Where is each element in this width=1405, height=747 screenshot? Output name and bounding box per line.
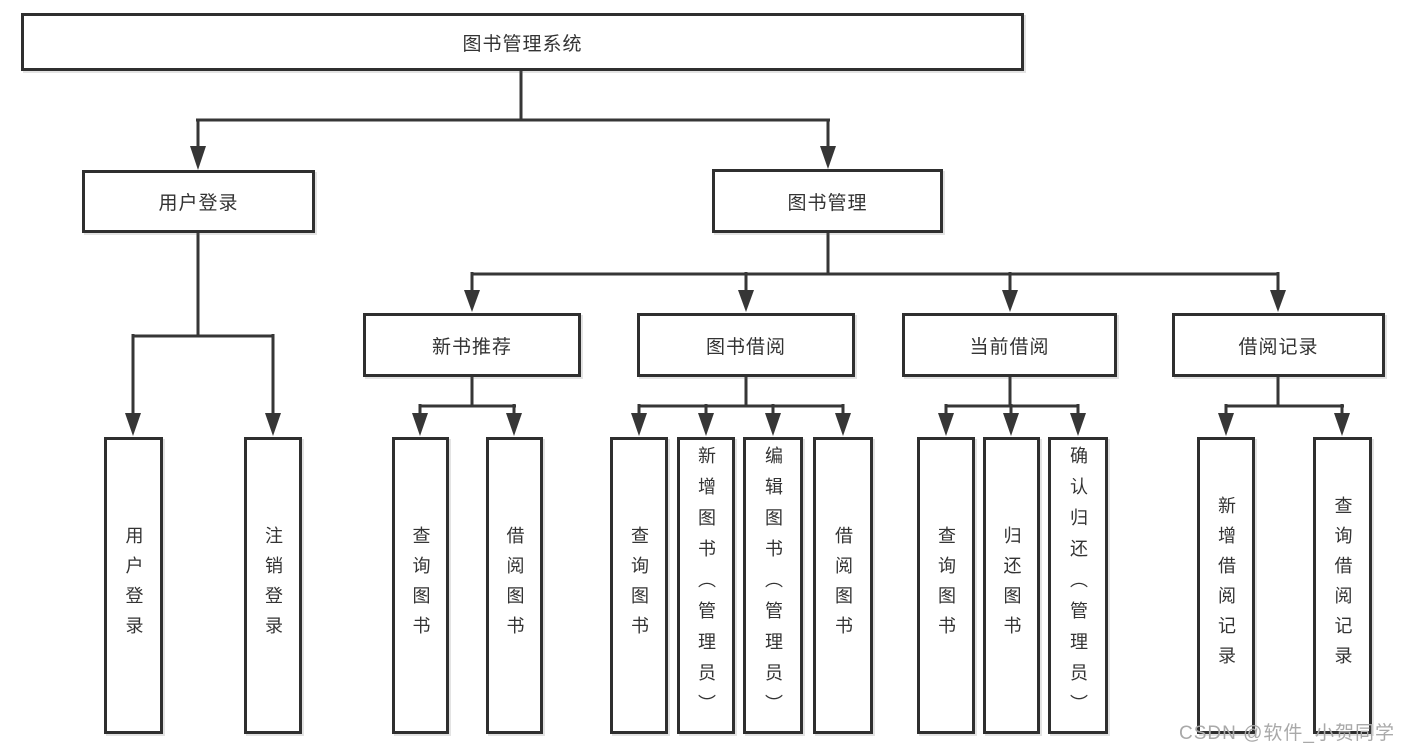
node-root: 图书管理系统 <box>21 13 1024 71</box>
node-current-borrow: 当前借阅 <box>902 313 1117 377</box>
leaf-user-login: 用户登录 <box>104 437 163 734</box>
leaf-record-add-record: 新增借阅记录 <box>1197 437 1255 734</box>
leaf-borrow-edit-book-admin: 编辑图书（管理员） <box>743 437 803 734</box>
leaf-logout-label: 注销登录 <box>263 525 283 646</box>
arrowhead <box>765 413 781 436</box>
node-book-borrow-label: 图书借阅 <box>705 336 786 358</box>
arrowhead <box>1270 290 1286 312</box>
arrowhead <box>698 413 714 436</box>
connector-user-login <box>125 233 281 436</box>
node-book-mgmt: 图书管理 <box>712 169 943 233</box>
arrowhead <box>1070 413 1086 436</box>
connector-book-mgmt <box>464 233 1286 312</box>
csdn-watermark: CSDN @软件_小贺同学 <box>1179 723 1395 744</box>
arrowhead <box>464 290 480 312</box>
leaf-recommend-borrow-book-label: 借阅图书 <box>504 525 525 646</box>
connector-root <box>190 71 836 170</box>
node-new-book-recommend: 新书推荐 <box>363 313 581 377</box>
arrowhead <box>1003 413 1019 436</box>
leaf-logout: 注销登录 <box>244 437 302 734</box>
arrowhead <box>820 146 836 169</box>
node-user-login-label: 用户登录 <box>158 193 239 214</box>
leaf-user-login-label: 用户登录 <box>123 525 144 646</box>
arrowhead <box>1218 413 1234 436</box>
leaf-current-confirm-return-admin-label: 确认归还（管理员） <box>1068 446 1088 725</box>
leaf-record-query-record: 查询借阅记录 <box>1313 437 1372 734</box>
leaf-borrow-add-book-admin: 新增图书（管理员） <box>677 437 735 734</box>
arrowhead <box>506 413 522 436</box>
leaf-current-query-book: 查询图书 <box>917 437 975 734</box>
node-user-login: 用户登录 <box>82 170 315 233</box>
leaf-current-confirm-return-admin: 确认归还（管理员） <box>1048 437 1108 734</box>
node-borrow-record-label: 借阅记录 <box>1238 336 1319 358</box>
leaf-current-query-book-label: 查询图书 <box>936 525 956 646</box>
arrowhead <box>265 413 281 436</box>
leaf-borrow-edit-book-admin-label: 编辑图书（管理员） <box>763 446 783 725</box>
node-book-borrow: 图书借阅 <box>637 313 855 377</box>
connector-borrow <box>631 377 851 436</box>
node-root-label: 图书管理系统 <box>462 33 583 55</box>
arrowhead <box>938 413 954 436</box>
connector-current <box>938 377 1086 436</box>
leaf-borrow-borrow-book-label: 借阅图书 <box>833 525 853 646</box>
node-book-mgmt-label: 图书管理 <box>787 192 868 214</box>
leaf-recommend-query-book-label: 查询图书 <box>410 525 431 646</box>
leaf-borrow-add-book-admin-label: 新增图书（管理员） <box>696 446 716 725</box>
arrowhead <box>631 413 647 436</box>
leaf-current-return-book: 归还图书 <box>983 437 1040 734</box>
arrowhead <box>125 413 141 436</box>
leaf-record-add-record-label: 新增借阅记录 <box>1216 495 1236 676</box>
leaf-borrow-query-book-label: 查询图书 <box>629 525 649 646</box>
leaf-record-query-record-label: 查询借阅记录 <box>1332 495 1353 676</box>
leaf-borrow-borrow-book: 借阅图书 <box>813 437 873 734</box>
arrowhead <box>412 413 428 436</box>
connector-record <box>1218 377 1350 436</box>
leaf-recommend-query-book: 查询图书 <box>392 437 449 734</box>
leaf-borrow-query-book: 查询图书 <box>610 437 668 734</box>
leaf-recommend-borrow-book: 借阅图书 <box>486 437 543 734</box>
connector-recommend <box>412 377 522 436</box>
node-new-book-recommend-label: 新书推荐 <box>431 336 512 358</box>
leaf-current-return-book-label: 归还图书 <box>1001 525 1022 646</box>
arrowhead <box>1002 290 1018 312</box>
arrowhead <box>1334 413 1350 436</box>
arrowhead <box>190 146 206 170</box>
arrowhead <box>738 290 754 312</box>
node-borrow-record: 借阅记录 <box>1172 313 1385 377</box>
node-current-borrow-label: 当前借阅 <box>969 336 1050 358</box>
arrowhead <box>835 413 851 436</box>
